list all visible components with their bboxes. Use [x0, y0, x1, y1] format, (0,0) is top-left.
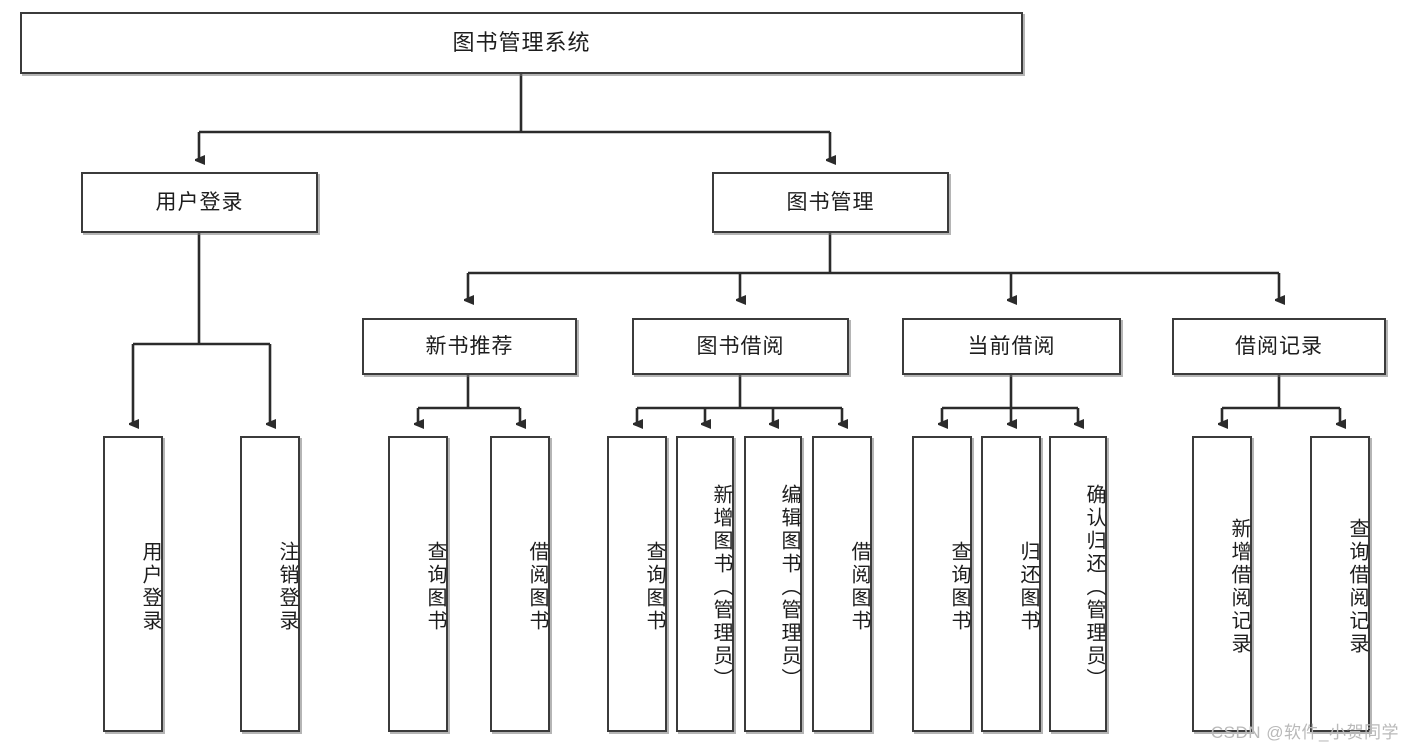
node-label: 编辑图书（管理员） — [778, 483, 800, 691]
node-label: 新书推荐 — [425, 334, 514, 358]
node-user-login[interactable]: 用户登录 — [81, 172, 318, 233]
csdn-watermark: CSDN @软件_小贺同学 — [1210, 723, 1399, 742]
leaf-user-login[interactable]: 用户登录 — [103, 436, 163, 732]
leaf-add-book-admin[interactable]: 新增图书（管理员） — [676, 436, 734, 732]
node-current-borrow[interactable]: 当前借阅 — [902, 318, 1121, 375]
node-book-borrow[interactable]: 图书借阅 — [632, 318, 849, 375]
node-label: 借阅记录 — [1235, 334, 1323, 358]
node-root-system[interactable]: 图书管理系统 — [20, 12, 1023, 74]
node-label: 图书借阅 — [696, 334, 785, 358]
node-label: 查询图书 — [948, 541, 970, 633]
leaf-query-book-current[interactable]: 查询图书 — [912, 436, 972, 732]
leaf-borrow-book-recommend[interactable]: 借阅图书 — [490, 436, 550, 732]
node-borrow-record[interactable]: 借阅记录 — [1172, 318, 1386, 375]
node-label: 用户登录 — [139, 541, 161, 633]
leaf-query-book-recommend[interactable]: 查询图书 — [388, 436, 448, 732]
node-label: 归还图书 — [1017, 541, 1039, 633]
node-label: 当前借阅 — [967, 334, 1056, 358]
node-label: 新增借阅记录 — [1228, 518, 1250, 656]
node-label: 借阅图书 — [526, 541, 548, 633]
leaf-add-borrow-record[interactable]: 新增借阅记录 — [1192, 436, 1252, 732]
leaf-confirm-return-admin[interactable]: 确认归还（管理员） — [1049, 436, 1107, 732]
node-label: 查询图书 — [643, 541, 665, 633]
node-book-management[interactable]: 图书管理 — [712, 172, 949, 233]
leaf-return-book[interactable]: 归还图书 — [981, 436, 1041, 732]
node-label: 用户登录 — [155, 190, 244, 214]
leaf-edit-book-admin[interactable]: 编辑图书（管理员） — [744, 436, 802, 732]
node-label: 借阅图书 — [848, 541, 870, 633]
leaf-query-book-borrow[interactable]: 查询图书 — [607, 436, 667, 732]
node-label: 注销登录 — [276, 541, 298, 633]
leaf-query-borrow-record[interactable]: 查询借阅记录 — [1310, 436, 1370, 732]
node-label: 确认归还（管理员） — [1083, 483, 1105, 691]
leaf-logout-login[interactable]: 注销登录 — [240, 436, 300, 732]
node-label: 查询图书 — [424, 541, 446, 633]
node-label: 图书管理系统 — [452, 29, 591, 55]
node-new-book-recommend[interactable]: 新书推荐 — [362, 318, 577, 375]
node-label: 图书管理 — [786, 190, 875, 214]
leaf-borrow-book-borrow[interactable]: 借阅图书 — [812, 436, 872, 732]
node-label: 新增图书（管理员） — [710, 483, 732, 691]
node-label: 查询借阅记录 — [1346, 518, 1368, 656]
